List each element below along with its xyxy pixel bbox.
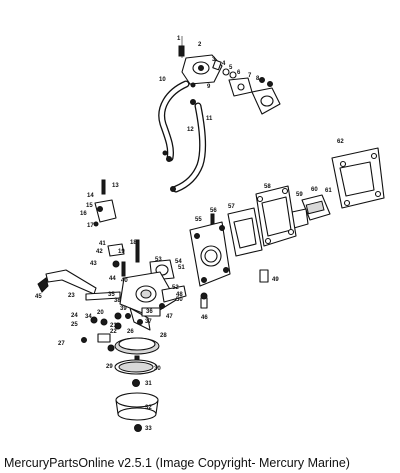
callout-51: 51	[178, 265, 185, 271]
callout-48: 48	[176, 292, 183, 298]
callout-17: 17	[87, 223, 94, 229]
fuel-pump-assembly	[178, 36, 281, 115]
pump-fitting	[212, 59, 222, 71]
callout-39: 39	[120, 306, 127, 312]
callout-43: 43	[90, 261, 97, 267]
callout-25: 25	[71, 322, 78, 328]
callout-36: 36	[146, 309, 153, 315]
callout-19: 19	[118, 249, 125, 255]
callout-46: 46	[201, 315, 208, 321]
callout-10: 10	[159, 77, 166, 83]
callout-15: 15	[86, 203, 93, 209]
callout-30: 30	[154, 366, 161, 372]
callout-13: 13	[112, 183, 119, 189]
callout-31: 31	[145, 381, 152, 387]
callout-34: 34	[85, 314, 92, 320]
pump-screw	[178, 45, 185, 57]
callout-4: 4	[222, 61, 226, 67]
callout-7: 7	[248, 73, 252, 79]
callout-6: 6	[237, 70, 241, 76]
callout-45: 45	[35, 294, 42, 300]
callout-5: 5	[229, 65, 233, 71]
throttle-link	[85, 291, 121, 301]
callout-59: 59	[296, 192, 303, 198]
callout-50: 50	[176, 297, 183, 303]
callout-12: 12	[187, 127, 194, 133]
callout-11: 11	[206, 116, 213, 122]
callout-60: 60	[311, 187, 318, 193]
callout-24: 24	[71, 313, 78, 319]
callout-38: 38	[114, 298, 121, 304]
callout-33: 33	[145, 426, 152, 432]
bowl-screw-33	[134, 424, 142, 432]
callout-23: 23	[68, 293, 75, 299]
callout-28: 28	[160, 333, 167, 339]
carburetor-assembly	[37, 179, 269, 352]
callout-55: 55	[195, 217, 202, 223]
callout-49: 49	[272, 277, 279, 283]
callout-40: 40	[121, 278, 128, 284]
drain-31	[132, 379, 140, 387]
callout-42: 42	[96, 249, 103, 255]
callout-20: 20	[97, 310, 104, 316]
callout-27: 27	[58, 341, 65, 347]
callout-32: 32	[145, 405, 152, 411]
callout-61: 61	[325, 188, 332, 194]
callout-57: 57	[228, 204, 235, 210]
callout-62: 62	[337, 139, 344, 145]
callout-22: 22	[110, 329, 117, 335]
callout-9: 9	[207, 84, 211, 90]
callout-labels: 1 2 3 4 5 6 7 8 9 10 11 12 13 14 15 16 1…	[35, 36, 344, 432]
callout-3: 3	[212, 57, 216, 63]
callout-18: 18	[130, 240, 137, 246]
callout-1: 1	[177, 36, 181, 42]
fitting-49	[259, 269, 269, 283]
callout-29: 29	[106, 364, 113, 370]
hose-clamp	[190, 99, 196, 105]
callout-56: 56	[210, 208, 217, 214]
intake-gasket-stack	[210, 147, 385, 257]
float-bowl-assembly	[114, 337, 160, 432]
choke-link	[45, 269, 97, 295]
callout-47: 47	[166, 314, 173, 320]
callout-41: 41	[99, 241, 106, 247]
callout-54: 54	[175, 259, 182, 265]
bracket-14	[94, 199, 117, 223]
callout-52: 52	[172, 285, 179, 291]
callout-8: 8	[256, 76, 260, 82]
callout-58: 58	[264, 184, 271, 190]
callout-26: 26	[127, 329, 134, 335]
copyright-caption: MercuryPartsOnline v2.5.1 (Image Copyrig…	[4, 456, 350, 470]
callout-35: 35	[108, 292, 115, 298]
callout-14: 14	[87, 193, 94, 199]
fuel-hoses	[158, 80, 207, 193]
callout-37: 37	[145, 319, 152, 325]
callout-21: 21	[110, 323, 117, 329]
callout-44: 44	[109, 276, 116, 282]
callout-2: 2	[198, 42, 202, 48]
callout-53: 53	[155, 257, 162, 263]
callout-16: 16	[80, 211, 87, 217]
